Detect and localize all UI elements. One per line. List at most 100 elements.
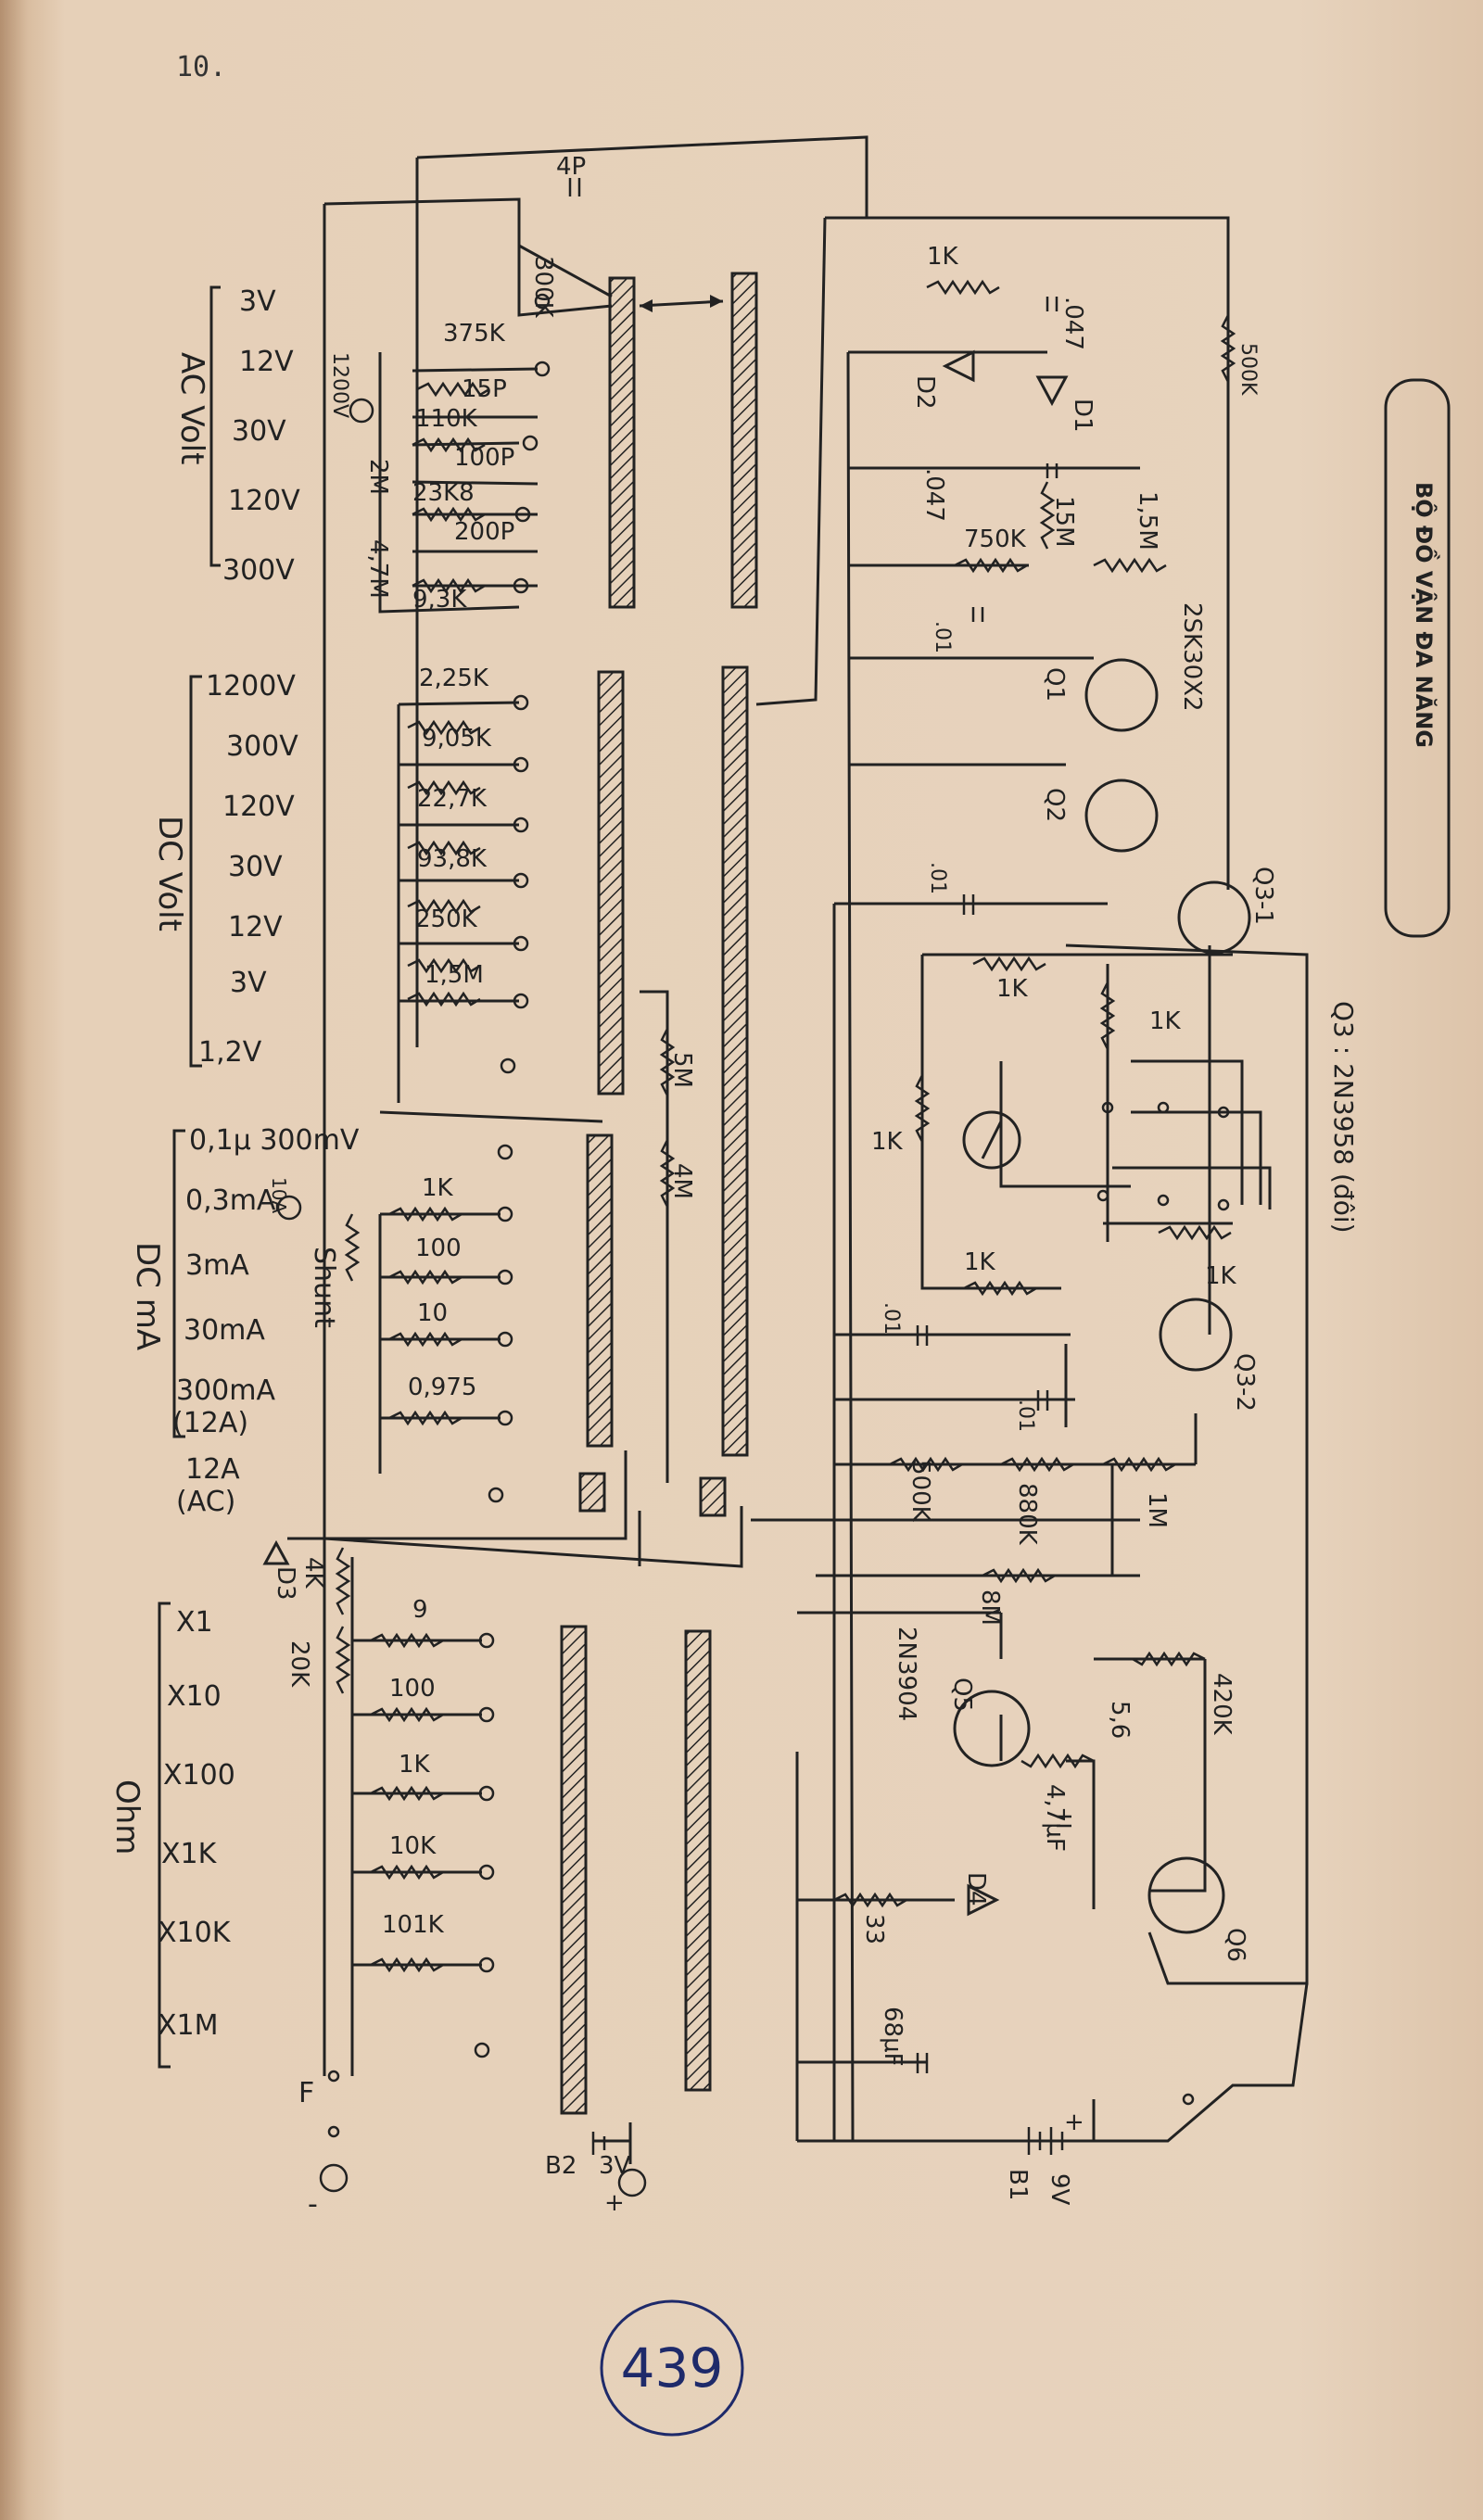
resistor — [388, 1410, 463, 1426]
switch-wafer[interactable] — [586, 1133, 614, 1448]
component-label: 3V — [599, 2152, 631, 2180]
component-label: 9,05K — [422, 725, 492, 753]
range-terminal[interactable] — [497, 1269, 513, 1285]
switch-wafer[interactable] — [597, 670, 625, 1095]
switch-wafer[interactable] — [608, 276, 636, 609]
range-terminal[interactable] — [513, 935, 529, 952]
resistor — [1102, 1456, 1176, 1473]
component-label: 100 — [415, 1235, 462, 1262]
resistor — [412, 577, 486, 594]
diode-d3 — [262, 1539, 290, 1565]
ac-range-label: 120V — [228, 485, 300, 517]
component-label: 1K — [1149, 1007, 1182, 1035]
component-label: 4P — [556, 153, 586, 181]
input-jack-positive[interactable] — [617, 2168, 647, 2197]
component-label: 1K — [871, 1128, 904, 1156]
transistor-drawings — [953, 658, 1251, 1934]
range-terminal[interactable] — [478, 1956, 495, 1973]
switch-link — [639, 299, 724, 308]
component-label: D3 — [272, 1566, 299, 1601]
page-number: 10. — [176, 51, 227, 83]
switch-wafer[interactable] — [730, 272, 758, 609]
component-label: 9V — [1046, 2173, 1073, 2206]
component-label: 420K — [1208, 1673, 1236, 1736]
component-label: 2,25K — [419, 665, 489, 692]
range-terminal[interactable] — [497, 1144, 513, 1160]
component-label: 2M — [364, 459, 392, 495]
switch-terminal[interactable] — [1217, 1198, 1230, 1211]
range-terminal[interactable] — [478, 1864, 495, 1881]
component-label: 1,5M — [1134, 491, 1161, 551]
resistor — [407, 898, 481, 915]
range-terminal[interactable] — [513, 756, 529, 773]
switch-wafer[interactable] — [721, 665, 749, 1457]
range-terminal[interactable] — [478, 1706, 495, 1723]
switch-wafer[interactable] — [560, 1625, 588, 2115]
resistor — [659, 1028, 676, 1096]
switch-terminal[interactable] — [1182, 2093, 1195, 2106]
component-label: 1K — [996, 975, 1029, 1003]
range-terminal[interactable] — [513, 993, 529, 1009]
range-terminal[interactable] — [534, 293, 551, 310]
dc-range-label: 1200V — [206, 670, 296, 703]
component-label: 10 — [417, 1299, 448, 1327]
range-terminal[interactable] — [497, 1410, 513, 1426]
resistor — [388, 1269, 463, 1285]
component-label: 250K — [415, 905, 478, 933]
resistor — [407, 779, 481, 796]
range-terminal[interactable] — [513, 577, 529, 594]
component-label: 23K8 — [412, 479, 475, 507]
range-terminal[interactable] — [500, 1057, 516, 1074]
input-jack[interactable] — [349, 398, 374, 424]
dc-range-label: 30V — [228, 851, 283, 883]
switch-terminal[interactable] — [1217, 1106, 1230, 1119]
range-terminal[interactable] — [513, 872, 529, 889]
switch-terminal[interactable] — [1157, 1194, 1170, 1207]
component-label: B2 — [545, 2152, 577, 2180]
resistor — [914, 1074, 931, 1143]
range-terminal[interactable] — [474, 2042, 490, 2058]
range-terminals — [276, 293, 1230, 2197]
dc-ma-label: DC mA — [129, 1242, 166, 1350]
switch-wafer[interactable] — [684, 1629, 712, 2092]
range-terminal[interactable] — [488, 1487, 504, 1503]
range-terminal[interactable] — [497, 1331, 513, 1348]
resistor — [388, 1206, 463, 1222]
resistor — [416, 381, 490, 398]
component-label: 300K — [529, 256, 557, 319]
transistor-q2 — [1084, 779, 1159, 853]
dc-range-label: 120V — [222, 791, 295, 823]
switch-terminal[interactable] — [1096, 1189, 1109, 1202]
range-terminal[interactable] — [478, 1785, 495, 1802]
range-terminal[interactable] — [514, 506, 531, 523]
battery-b2 — [591, 2132, 606, 2155]
transistor-label: Q2 — [1041, 788, 1069, 822]
ohm-range-label: X1K — [161, 1838, 218, 1870]
component-label: F — [298, 2077, 314, 2109]
range-terminal[interactable] — [513, 817, 529, 833]
switch-wafer[interactable] — [699, 1476, 727, 1517]
ohm-range-label: X1M — [158, 2009, 219, 2042]
resistor — [972, 956, 1046, 972]
switch-wafer[interactable] — [578, 1472, 606, 1513]
range-terminal[interactable] — [513, 694, 529, 711]
range-terminal[interactable] — [522, 435, 539, 451]
resistor-drawings — [335, 279, 1236, 1973]
transistor-label: Q5 — [948, 1678, 976, 1712]
ma-range-label: 0,1μ 300mV — [189, 1124, 360, 1157]
meter-needle — [981, 1121, 1003, 1159]
component-label: 4,7μF — [1041, 1784, 1069, 1852]
switch-terminal[interactable] — [1101, 1101, 1114, 1114]
range-terminal[interactable] — [534, 361, 551, 377]
transistor-label: Q1 — [1041, 667, 1069, 702]
component-label: 10K — [389, 1832, 437, 1860]
switch-terminal[interactable] — [1157, 1101, 1170, 1114]
input-jack-negative[interactable] — [319, 2163, 349, 2193]
range-terminal[interactable] — [478, 1632, 495, 1649]
resistor — [370, 1785, 444, 1802]
resistor — [335, 1626, 351, 1694]
input-jack[interactable] — [276, 1195, 302, 1221]
transistor-q3-1 — [1177, 880, 1251, 955]
component-label: 5M — [668, 1052, 696, 1088]
range-terminal[interactable] — [497, 1206, 513, 1222]
